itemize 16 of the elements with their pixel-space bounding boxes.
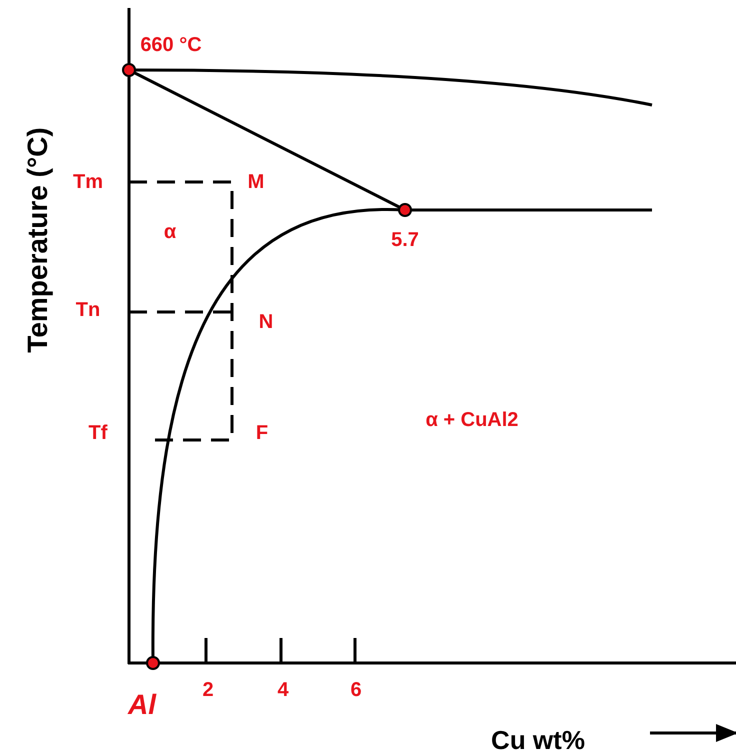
tick-label: 6 — [350, 680, 362, 700]
axis-title: Temperature (°C) — [24, 127, 52, 353]
tick-label: 2 — [202, 680, 214, 700]
temperature-label: Tm — [73, 172, 103, 192]
axis-title: Cu wt% — [491, 727, 585, 753]
element-label: Al — [128, 691, 156, 719]
tick-label: 4 — [277, 680, 289, 700]
temperature-label: 660 °C — [140, 35, 202, 55]
phase-label: α + CuAl2 — [426, 410, 518, 430]
phase-label: α — [164, 222, 176, 242]
temperature-label: Tf — [88, 423, 108, 443]
temperature-label: Tn — [76, 300, 100, 320]
composition-label: 5.7 — [391, 230, 419, 250]
point-label: F — [256, 423, 268, 443]
point-label: M — [248, 172, 264, 192]
point-label: N — [258, 312, 274, 332]
